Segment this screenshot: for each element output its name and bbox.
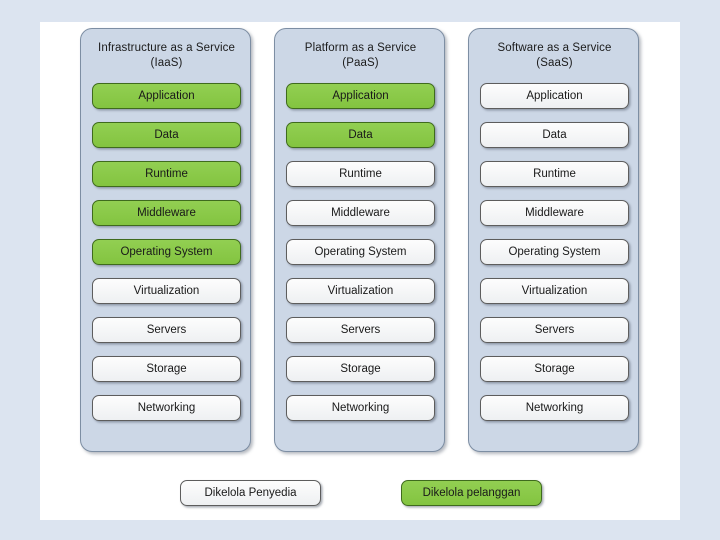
stack-row-operating-system[interactable]: Operating System bbox=[480, 239, 629, 265]
stack-row-servers[interactable]: Servers bbox=[286, 317, 435, 343]
stack-row-middleware[interactable]: Middleware bbox=[92, 200, 241, 226]
stack-rows-paas: Application Data Runtime Middleware Oper… bbox=[286, 83, 435, 421]
stack-row-servers[interactable]: Servers bbox=[92, 317, 241, 343]
stack-row-virtualization[interactable]: Virtualization bbox=[480, 278, 629, 304]
service-column-saas: Software as a Service (SaaS) Application… bbox=[468, 28, 639, 452]
stack-row-operating-system[interactable]: Operating System bbox=[286, 239, 435, 265]
service-column-paas: Platform as a Service (PaaS) Application… bbox=[274, 28, 445, 452]
stack-row-networking[interactable]: Networking bbox=[92, 395, 241, 421]
column-title-text: Platform as a Service bbox=[304, 42, 417, 54]
stack-row-data[interactable]: Data bbox=[92, 122, 241, 148]
column-title-abbrev: (SaaS) bbox=[536, 57, 573, 69]
stack-row-servers[interactable]: Servers bbox=[480, 317, 629, 343]
stack-row-storage[interactable]: Storage bbox=[286, 356, 435, 382]
stack-row-data[interactable]: Data bbox=[480, 122, 629, 148]
stack-row-virtualization[interactable]: Virtualization bbox=[286, 278, 435, 304]
legend-item-customer[interactable]: Dikelola pelanggan bbox=[401, 480, 542, 506]
legend-item-provider[interactable]: Dikelola Penyedia bbox=[180, 480, 321, 506]
stack-row-operating-system[interactable]: Operating System bbox=[92, 239, 241, 265]
column-title-paas: Platform as a Service (PaaS) bbox=[279, 41, 442, 71]
stack-rows-saas: Application Data Runtime Middleware Oper… bbox=[480, 83, 629, 421]
stack-row-application[interactable]: Application bbox=[92, 83, 241, 109]
stack-row-application[interactable]: Application bbox=[480, 83, 629, 109]
stack-row-runtime[interactable]: Runtime bbox=[480, 161, 629, 187]
column-title-saas: Software as a Service (SaaS) bbox=[473, 41, 636, 71]
stack-rows-iaas: Application Data Runtime Middleware Oper… bbox=[92, 83, 241, 421]
stack-row-runtime[interactable]: Runtime bbox=[286, 161, 435, 187]
stack-row-storage[interactable]: Storage bbox=[480, 356, 629, 382]
stack-row-networking[interactable]: Networking bbox=[286, 395, 435, 421]
stack-row-runtime[interactable]: Runtime bbox=[92, 161, 241, 187]
stack-row-networking[interactable]: Networking bbox=[480, 395, 629, 421]
service-column-iaas: Infrastructure as a Service (IaaS) Appli… bbox=[80, 28, 251, 452]
stack-row-application[interactable]: Application bbox=[286, 83, 435, 109]
stack-row-storage[interactable]: Storage bbox=[92, 356, 241, 382]
stack-row-data[interactable]: Data bbox=[286, 122, 435, 148]
column-title-abbrev: (IaaS) bbox=[150, 57, 183, 69]
stack-row-middleware[interactable]: Middleware bbox=[286, 200, 435, 226]
stack-row-virtualization[interactable]: Virtualization bbox=[92, 278, 241, 304]
service-model-panels: Infrastructure as a Service (IaaS) Appli… bbox=[40, 22, 680, 454]
column-title-abbrev: (PaaS) bbox=[342, 57, 379, 69]
slide-canvas: Infrastructure as a Service (IaaS) Appli… bbox=[40, 22, 680, 520]
column-title-iaas: Infrastructure as a Service (IaaS) bbox=[85, 41, 248, 71]
stack-row-middleware[interactable]: Middleware bbox=[480, 200, 629, 226]
column-title-text: Infrastructure as a Service bbox=[98, 42, 235, 54]
legend: Dikelola Penyedia Dikelola pelanggan bbox=[40, 462, 680, 512]
column-title-text: Software as a Service bbox=[497, 42, 612, 54]
